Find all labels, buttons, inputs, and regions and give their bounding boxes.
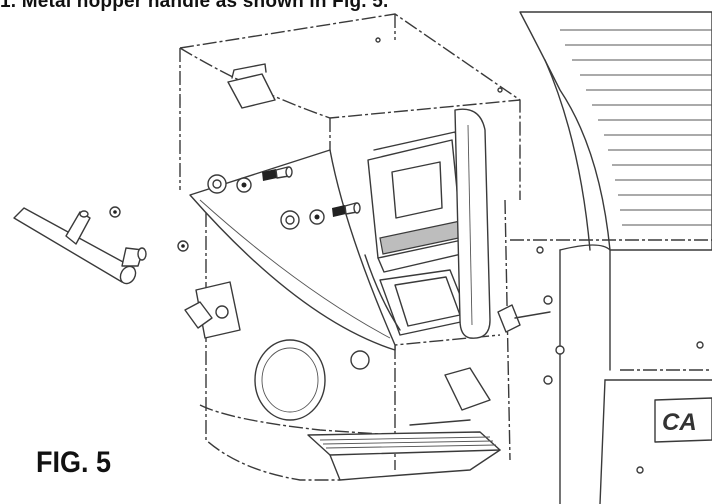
instruction-caption: 1. Metal hopper handle as shown in Fig. … <box>0 0 389 12</box>
side-knob-left <box>184 281 241 339</box>
grill-body: CA <box>510 11 712 504</box>
side-knob-right <box>497 304 551 333</box>
figure-label: FIG. 5 <box>36 446 112 479</box>
pellet-tray <box>307 367 501 481</box>
screw-icon <box>262 166 361 217</box>
brand-text: CA <box>662 409 697 436</box>
hopper-handle-icon <box>13 207 147 285</box>
hopper-box <box>179 13 521 481</box>
controller-panel <box>364 108 491 339</box>
washer-icon <box>109 206 189 252</box>
